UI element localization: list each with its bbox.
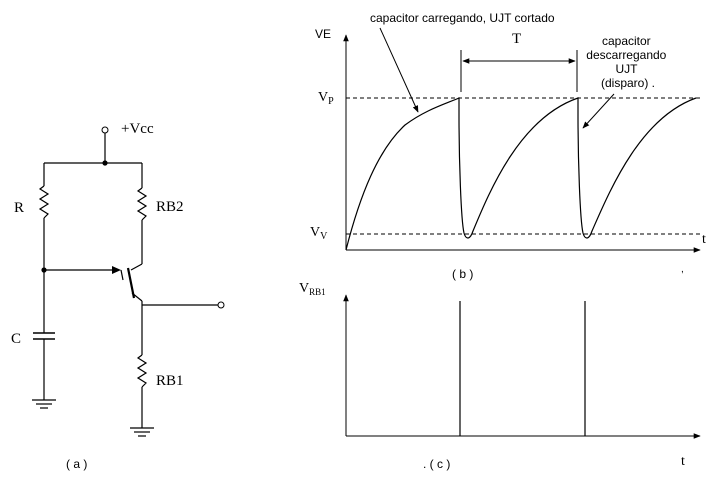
junction-dot: [102, 160, 108, 166]
circuit-schematic: +Vcc R RB2 RB1: [11, 121, 225, 471]
resistor-rb2-label: RB2: [156, 199, 184, 215]
capacitor-c-label: C: [11, 331, 21, 347]
caption-b: ( b ): [452, 267, 473, 281]
annotation-charging: capacitor carregando, UJT cortado: [370, 11, 555, 25]
resistor-rb1-label: RB1: [156, 373, 184, 389]
period-label: T: [512, 31, 521, 47]
annotation-discharging: capacitor descarregando UJT (disparo) .: [586, 34, 669, 90]
ujt-emitter-arrow: [112, 266, 121, 274]
emitter-voltage-graph: VE VP VV T capacitor carregando, UJT cor…: [310, 11, 706, 281]
stray-mark: ,: [681, 264, 684, 275]
ground-symbol-rb1: [130, 427, 154, 437]
ujt-base-bar: [126, 267, 136, 299]
graph-c-t-label: t: [681, 454, 685, 469]
vcc-terminal: [101, 126, 109, 134]
annotation-discharging-arrow: [582, 93, 615, 129]
graph-c-y-label: VRB1: [299, 281, 326, 297]
caption-c: . ( c ): [423, 457, 450, 471]
annotation-charging-arrow: [379, 27, 419, 113]
graph-b-y-label: VE: [315, 27, 331, 41]
caption-a: ( a ): [66, 457, 87, 471]
rb1-voltage-graph: VRB1 t . ( c ): [299, 281, 701, 471]
vv-label: VV: [310, 225, 328, 242]
graph-b-t-label: t: [702, 232, 706, 247]
resistor-r-symbol: [38, 185, 50, 219]
resistor-r-label: R: [14, 200, 24, 216]
vp-label: VP: [318, 90, 334, 107]
output-terminal: [217, 301, 225, 309]
resistor-rb1-symbol: [136, 354, 148, 388]
ground-symbol-c: [32, 399, 56, 409]
vcc-label: +Vcc: [121, 121, 154, 137]
resistor-rb2-symbol: [136, 187, 148, 221]
capacitor-voltage-waveform: [345, 97, 697, 251]
